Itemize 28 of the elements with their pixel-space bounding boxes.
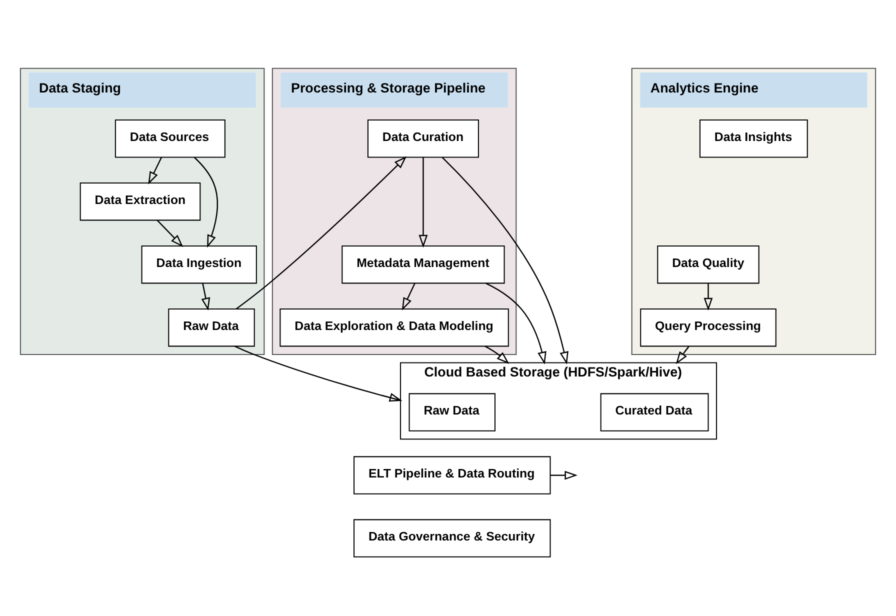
node-box: ELT Pipeline & Data Routing [354, 456, 551, 494]
arrow [156, 219, 184, 247]
arrow [704, 282, 713, 310]
arrow [236, 156, 407, 309]
node-box: Query Processing [640, 308, 776, 346]
node-box: Data Exploration & Data Modeling [280, 308, 509, 346]
node-box: Data Curation [367, 119, 479, 158]
arrow [201, 282, 210, 310]
node-box: Data Quality [657, 245, 760, 284]
node-box: Curated Data [600, 392, 709, 431]
node-box: Data Sources [114, 119, 226, 158]
arrow [550, 470, 578, 480]
node-box: Data Insights [699, 119, 808, 158]
arrow [418, 156, 428, 248]
node-box: Data Extraction [80, 182, 201, 220]
node-box: Data Ingestion [141, 245, 257, 284]
node-box: Raw Data [408, 392, 496, 431]
arrow [676, 346, 690, 364]
node-box: Raw Data [168, 308, 255, 346]
node-box: Metadata Management [342, 245, 505, 284]
arrow [194, 156, 218, 248]
node-box: Data Governance & Security [354, 518, 551, 557]
arrow [402, 282, 416, 310]
arrow [442, 156, 568, 364]
arrow [234, 345, 402, 402]
arrow [148, 156, 162, 184]
arrow [484, 345, 510, 364]
arrow [486, 282, 546, 364]
